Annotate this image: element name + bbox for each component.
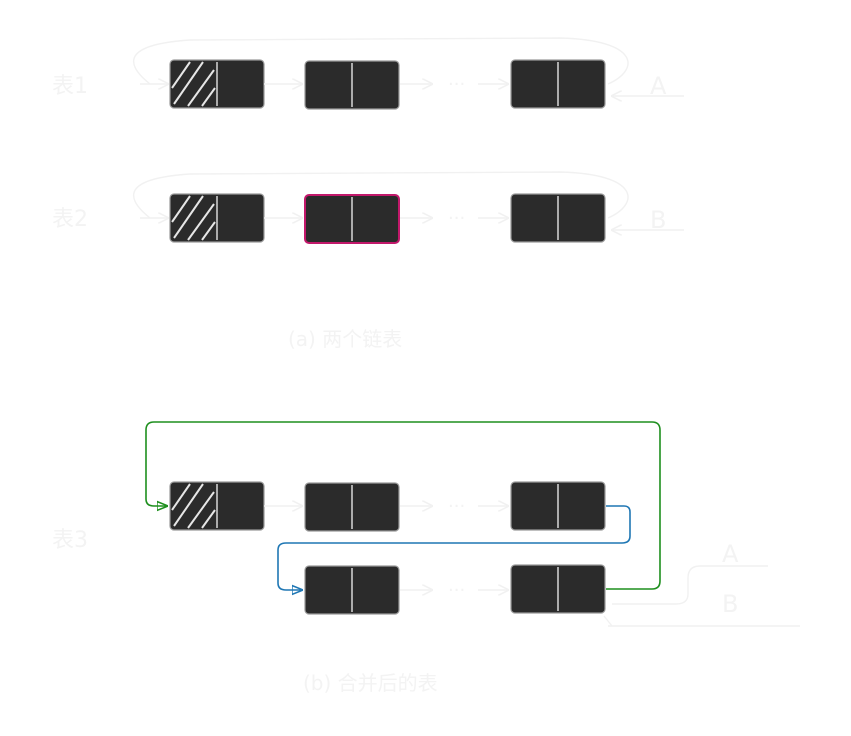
caption-b: (b) 合并后的表 [303, 671, 438, 695]
list3-tail-node [510, 564, 606, 614]
list1-ellipsis: ··· [448, 74, 465, 95]
list3-row2-first-node [304, 565, 400, 615]
pointer-b-arrowhead [603, 615, 613, 627]
list1-node [304, 60, 400, 110]
list3-row1-ellipsis: ··· [448, 496, 465, 517]
pointer-a-label: A [650, 72, 667, 100]
list2-head-node [169, 193, 265, 243]
merged-pointer-b-label: B [722, 590, 738, 618]
list1-tail-node [510, 59, 606, 109]
merged-pointer-a-label: A [722, 540, 739, 568]
list1-label: 表1 [52, 74, 88, 99]
list3-head-node [169, 481, 265, 531]
green-circular-link [145, 421, 661, 590]
list3-label: 表3 [52, 528, 88, 553]
caption-a: (a) 两个链表 [288, 327, 402, 351]
list3-node [304, 482, 400, 532]
blue-join-link [277, 505, 631, 590]
list2-tail-node [510, 193, 606, 243]
pointer-b-label: B [650, 206, 666, 234]
list1-circular-link [132, 37, 629, 85]
list2-circular-link [132, 171, 629, 219]
list1-head-node [169, 59, 265, 109]
list2-first-data-node [304, 194, 400, 244]
list3-row1-tail-node [510, 481, 606, 531]
list2-label: 表2 [52, 207, 88, 232]
pointer-a-line [612, 565, 768, 605]
list2-ellipsis: ··· [448, 208, 465, 229]
list3-row2-ellipsis: ··· [448, 580, 465, 601]
